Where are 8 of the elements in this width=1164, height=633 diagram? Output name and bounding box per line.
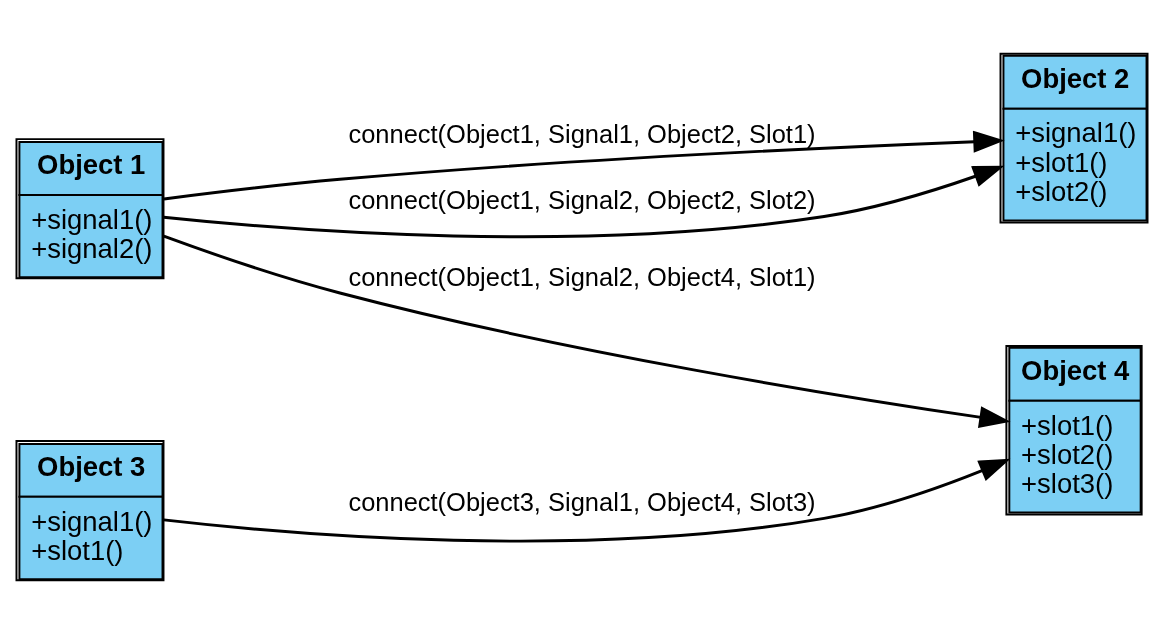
edge-label: connect(Object1, Signal2, Object4, Slot1) xyxy=(348,262,816,291)
arrow xyxy=(163,458,1011,543)
edge-label: connect(Object3, Signal1, Object4, Slot3) xyxy=(348,487,816,516)
edge-label: connect(Object1, Signal2, Object2, Slot2) xyxy=(348,185,816,214)
arrow xyxy=(163,234,1011,428)
edge-label: connect(Object1, Signal1, Object2, Slot1) xyxy=(348,119,816,148)
arrow xyxy=(163,165,1005,238)
arrow xyxy=(163,130,1005,200)
